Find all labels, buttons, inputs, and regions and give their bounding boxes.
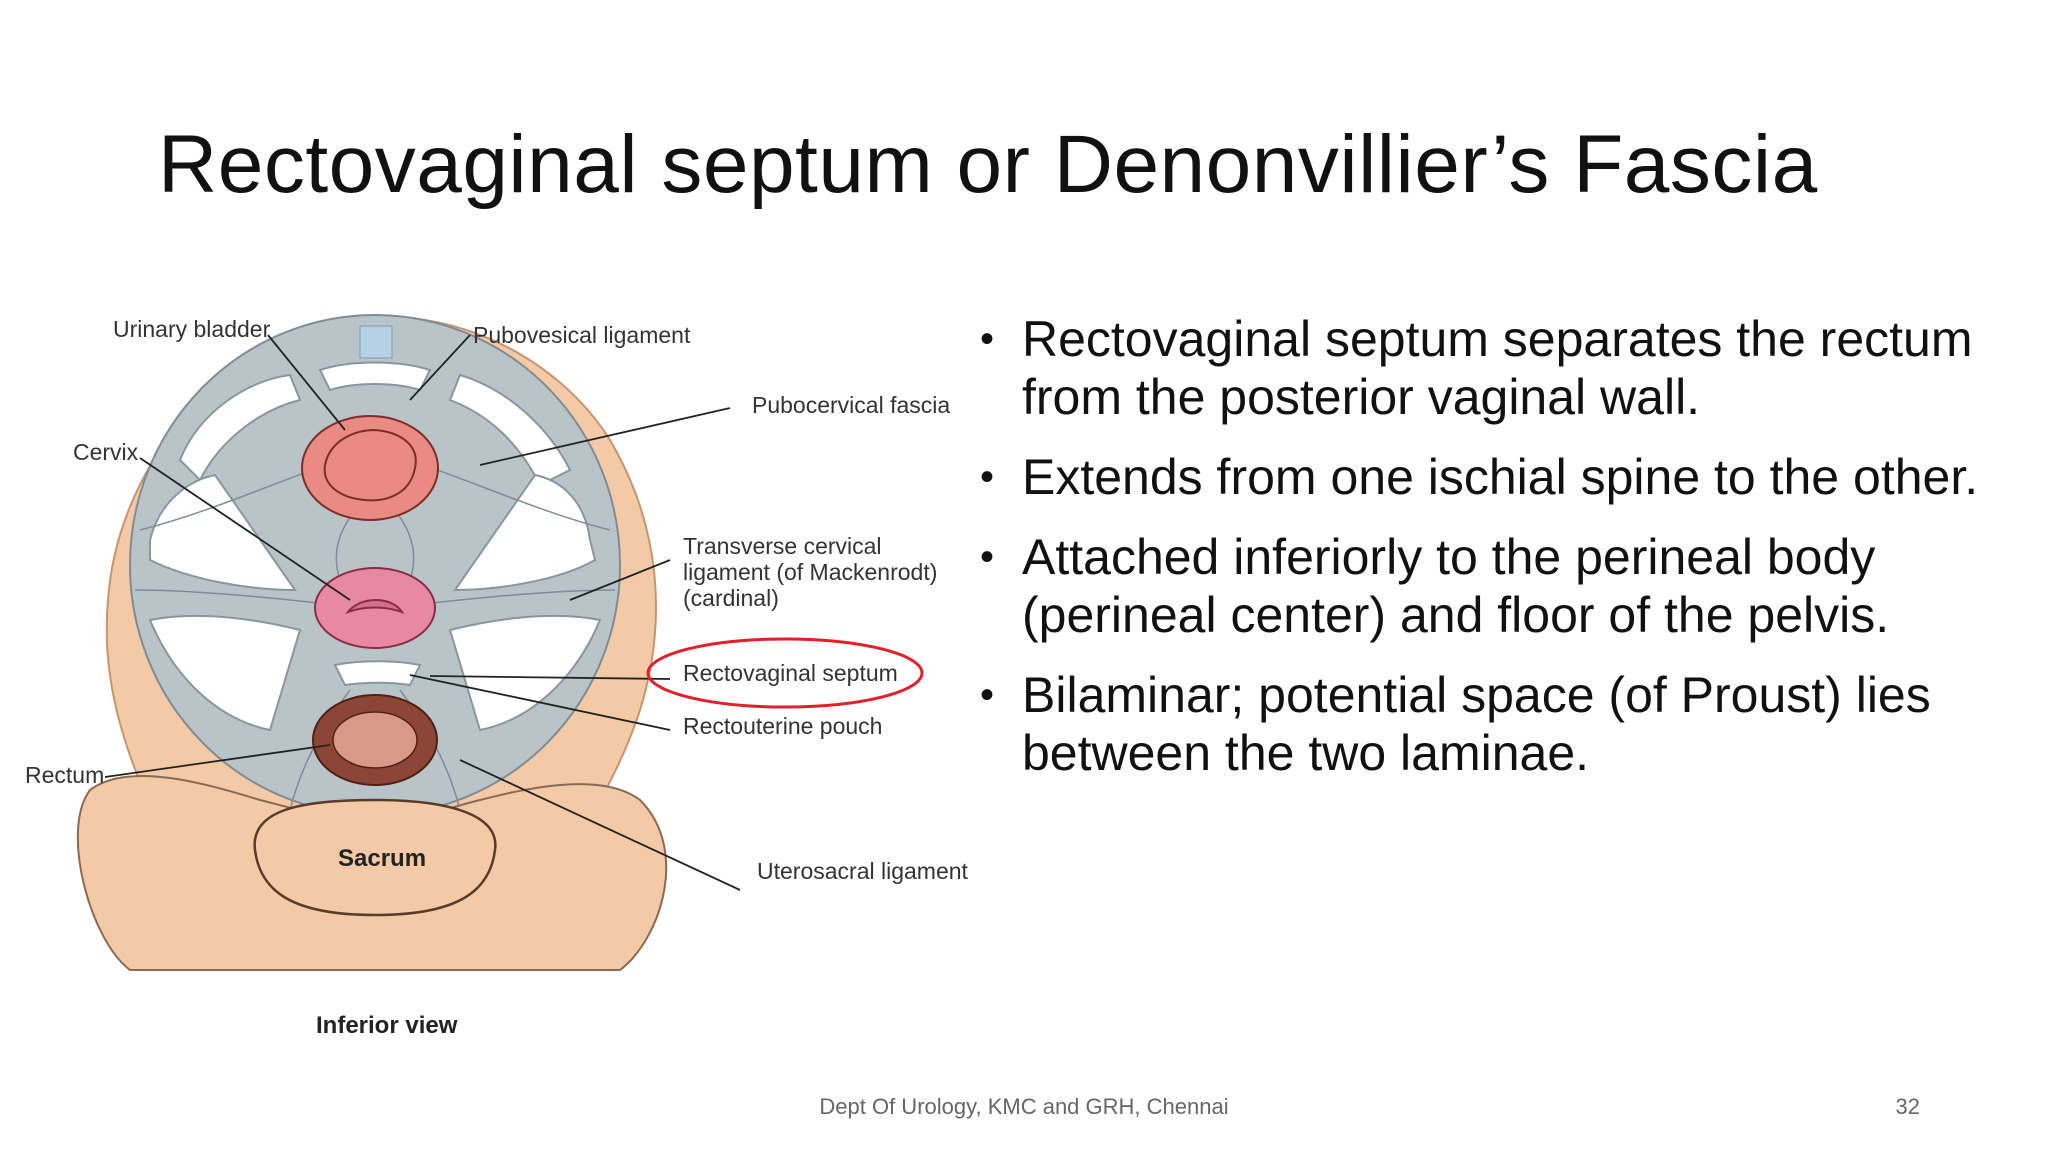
slide-title: Rectovaginal septum or Denonvillier’s Fa…	[158, 119, 1818, 210]
label-transverse-cervical-1: Transverse cervical	[683, 533, 882, 559]
label-rectum: Rectum	[25, 762, 104, 788]
label-urinary-bladder: Urinary bladder	[113, 316, 271, 342]
label-cervix: Cervix	[73, 439, 139, 465]
bullet-item: •Extends from one ischial spine to the o…	[980, 449, 1979, 505]
slide-footer: Dept Of Urology, KMC and GRH, Chennai	[819, 1094, 1229, 1119]
label-rectovaginal-septum: Rectovaginal septum	[683, 660, 898, 686]
label-transverse-cervical-3: (cardinal)	[683, 585, 779, 611]
anatomy-figure: Urinary bladder Pubovesical ligament Pub…	[0, 290, 990, 1070]
bullet-list: •Rectovaginal septum separates the rectu…	[980, 310, 1990, 804]
label-rectouterine-pouch: Rectouterine pouch	[683, 713, 882, 739]
pelvic-fascia-diagram: Urinary bladder Pubovesical ligament Pub…	[25, 314, 969, 1039]
label-pubocervical-fascia: Pubocervical fascia	[752, 392, 950, 418]
label-uterosacral-ligament: Uterosacral ligament	[757, 858, 969, 884]
highlight-circle	[646, 637, 924, 709]
urinary-bladder	[301, 415, 439, 521]
interligament-spaces	[148, 361, 602, 732]
page-number: 32	[1895, 1094, 1920, 1119]
label-inferior-view: Inferior view	[316, 1012, 458, 1039]
sacrum	[253, 798, 497, 917]
bullet-item: •Bilaminar; potential space (of Proust) …	[980, 667, 1931, 781]
leader-lines	[104, 334, 741, 891]
label-sacrum: Sacrum	[338, 845, 426, 872]
label-transverse-cervical-2: ligament (of Mackenrodt)	[683, 559, 937, 585]
pubic-symphysis	[359, 325, 393, 359]
label-pubovesical-ligament: Pubovesical ligament	[473, 322, 691, 348]
bullet-item: •Rectovaginal septum separates the rectu…	[980, 311, 1973, 425]
bullet-item: •Attached inferiorly to the perineal bod…	[980, 529, 1890, 643]
